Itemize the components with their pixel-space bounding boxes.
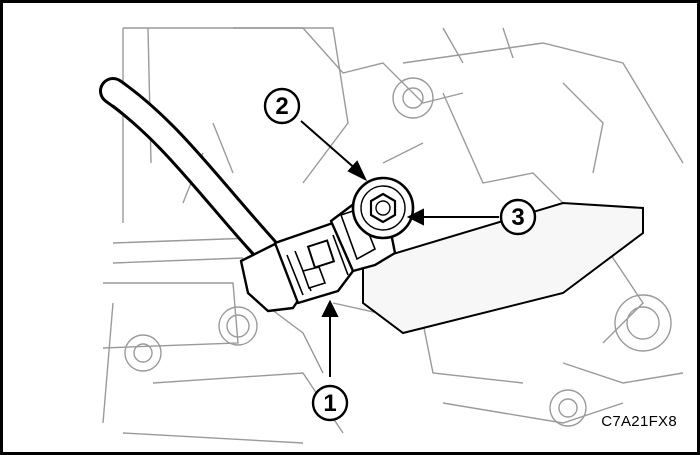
background-bolt-left [218,306,258,346]
callout-2-label: 2 [275,93,288,120]
mounting-bolt [369,192,397,224]
callout-3: 3 [499,198,537,236]
arrowhead-1 [321,299,339,317]
callout-1: 1 [311,384,349,422]
background-bolt-right [614,294,672,352]
background-bolt-lower-right [549,389,587,427]
engine-illustration: 1 2 3 [99,27,684,444]
mounting-bracket [362,201,644,335]
wiring-harness-line [112,104,266,266]
arrowhead-2 [347,160,368,182]
sensor-connector [273,221,355,305]
callout-leaders [300,120,499,377]
background-bolt-top [392,77,434,119]
figure-code: C7A21FX8 [601,413,677,430]
callout-1-label: 1 [323,390,336,417]
callout-2: 2 [263,87,301,125]
arrowhead-3 [406,208,424,226]
leader-arrow-2 [300,120,359,172]
engine-background-lines [102,27,684,444]
background-bolt-lower-left [124,334,162,372]
wiring-harness-inner [102,80,289,274]
callout-3-label: 3 [511,204,524,231]
